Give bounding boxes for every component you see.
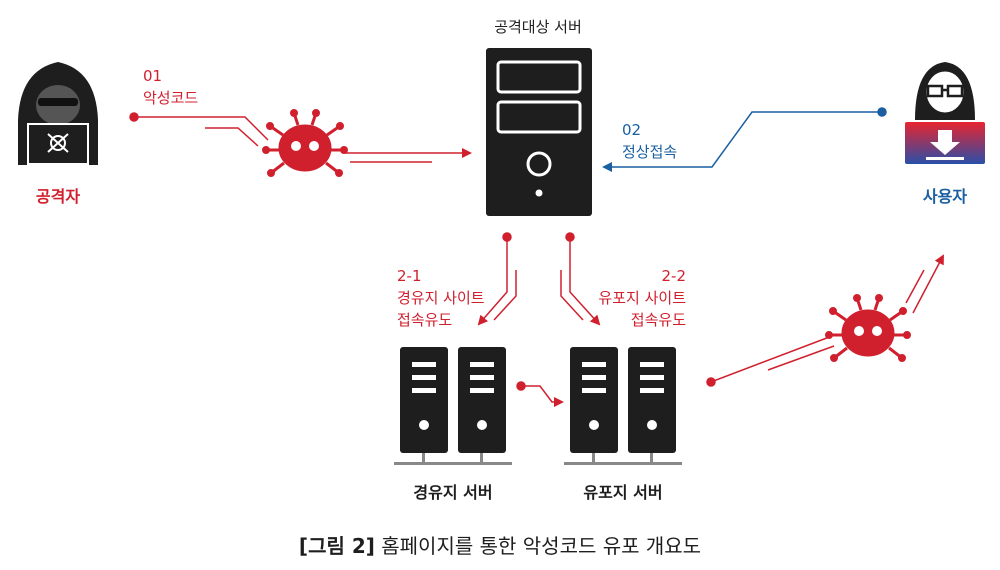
user-icon [905, 62, 985, 164]
step-2-1-number: 2-1 [397, 267, 422, 285]
dist-server-label: 유포지 서버 [583, 483, 662, 502]
attacker-icon [18, 62, 98, 165]
step-02-text: 정상접속 [622, 143, 677, 161]
step-2-2-line1: 유포지 사이트 [598, 289, 686, 307]
relay-to-dist-arrow [516, 381, 564, 407]
step-2-1-line1: 경유지 사이트 [397, 289, 485, 307]
malware-icon-2 [825, 294, 911, 362]
attacker-connector [129, 112, 269, 147]
step-02-number: 02 [622, 121, 641, 139]
caption-number: [그림 2] [299, 534, 375, 558]
redirect-right-arrow [560, 232, 601, 326]
step-01-text: 악성코드 [143, 89, 198, 107]
step-01-number: 01 [143, 67, 162, 85]
target-server-label: 공격대상 서버 [494, 18, 582, 36]
dist-to-malware-connector [706, 335, 835, 387]
attacker-label: 공격자 [36, 187, 80, 206]
figure-caption: [그림 2] 홈페이지를 통한 악성코드 유포 개요도 [299, 534, 701, 558]
relay-server-label: 경유지 서버 [413, 483, 492, 502]
step-2-2-number: 2-2 [662, 267, 687, 285]
malware-to-user-arrow [905, 254, 944, 314]
step-2-2-line2: 접속유도 [631, 311, 686, 329]
target-server-icon [486, 48, 592, 216]
malware-icon [262, 109, 348, 177]
relay-server-icon [394, 347, 512, 465]
dist-server-icon [564, 347, 682, 465]
redirect-left-arrow [477, 232, 517, 326]
step-2-1-line2: 접속유도 [397, 311, 452, 329]
caption-text: 홈페이지를 통한 악성코드 유포 개요도 [375, 534, 701, 558]
user-label: 사용자 [923, 187, 967, 206]
malware-to-server-arrow [344, 148, 472, 163]
user-to-server-arrow [602, 107, 887, 172]
